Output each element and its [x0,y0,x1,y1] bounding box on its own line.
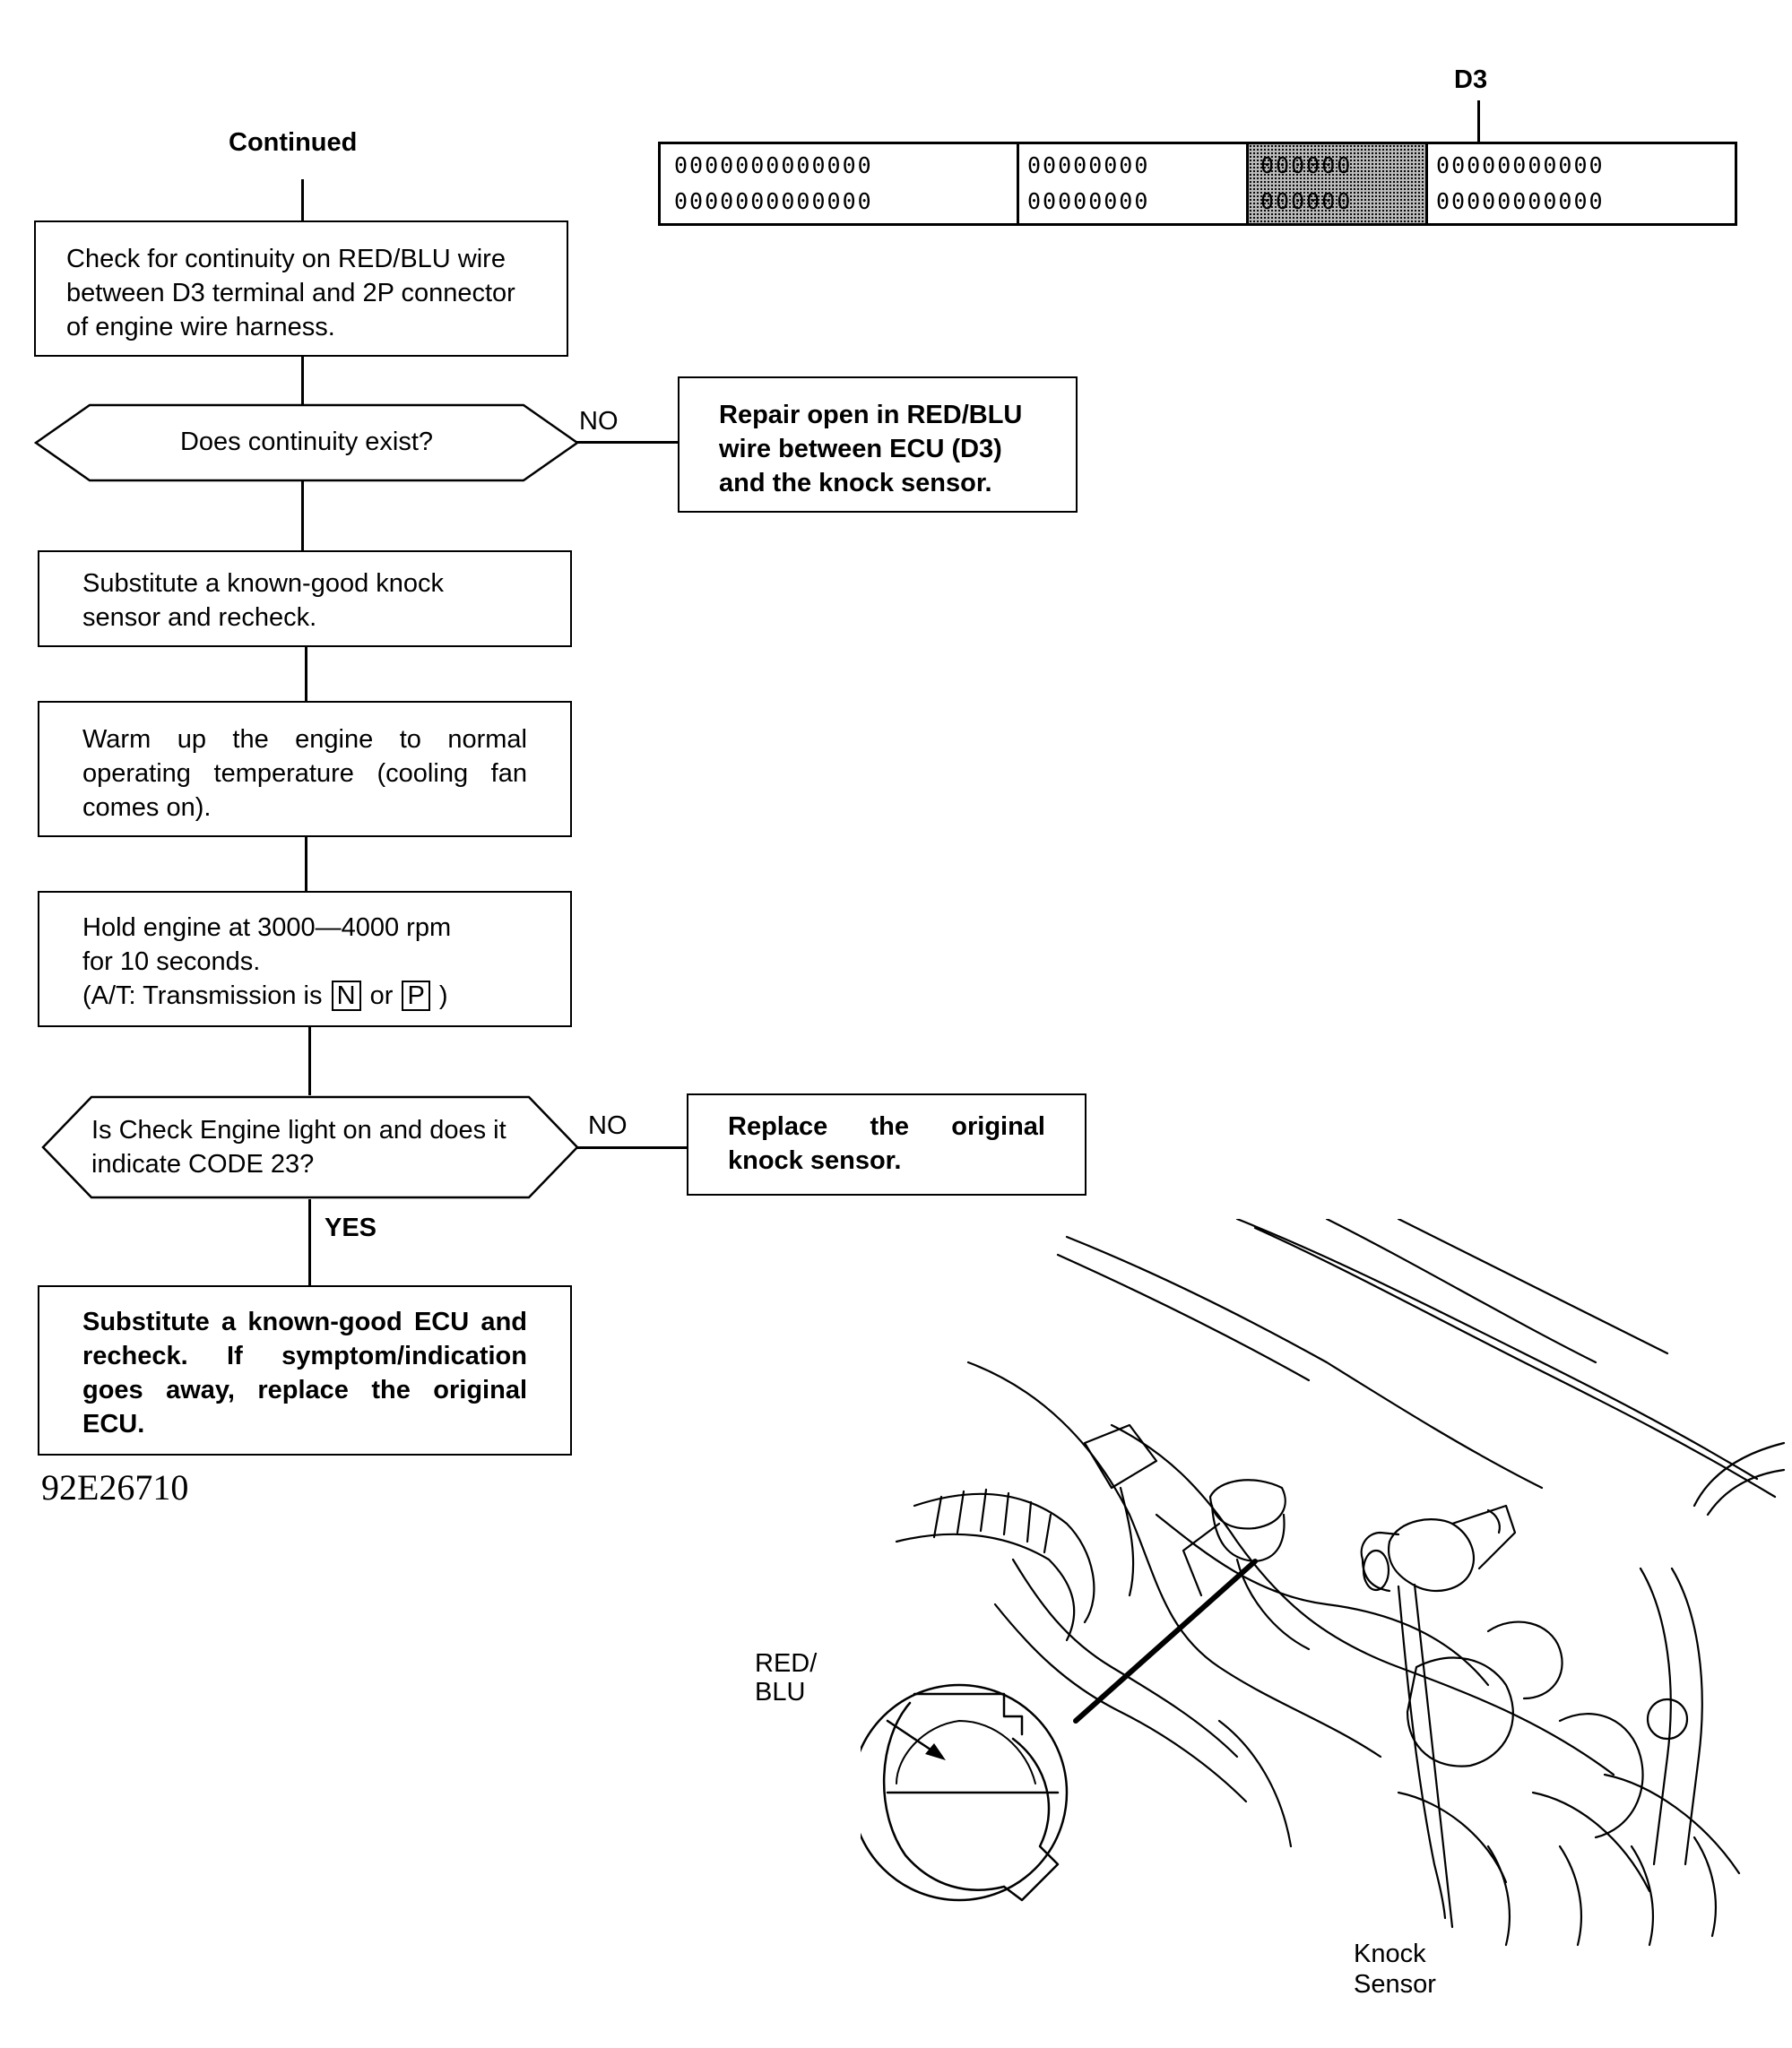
connector-section1-row1: 0000000000000 [674,152,873,178]
connector-section2-row2: 00000000 [1027,188,1150,214]
flow-connector [305,837,307,891]
step-warm-up: Warm up the engine to normal operating t… [38,701,572,837]
connector-body [658,142,1737,226]
connector-section3-row2: 000000 [1260,188,1353,214]
red-blu-arrow-head [925,1743,946,1760]
connector-divider [1425,143,1428,224]
flow-connector [301,480,304,550]
step-hold-rpm-line2: for 10 seconds. [82,947,261,976]
step-substitute-sensor-text: Substitute a known-good knock sensor and… [82,569,445,632]
flow-connector [577,1146,687,1149]
result-replace-sensor-text: Replace the original knock sensor. [728,1112,1045,1175]
step-check-continuity-text: Check for continuity on RED/BLU wire bet… [66,245,515,341]
step-substitute-sensor: Substitute a known-good knock sensor and… [38,550,572,647]
connector-section2-row1: 00000000 [1027,152,1150,178]
connector-divider [1246,143,1249,224]
step-check-continuity: Check for continuity on RED/BLU wire bet… [34,220,568,357]
connector-section4-row2: 00000000000 [1436,188,1605,214]
connector-section1-row2: 0000000000000 [674,188,873,214]
connector-shaded-section [1249,144,1425,223]
result-repair-open-text: Repair open in RED/BLU wire between ECU … [719,401,1023,497]
d3-pointer-line [1477,100,1480,160]
connector-section4-row1: 00000000000 [1436,152,1605,178]
decision-code23-text: Is Check Engine light on and does it ind… [91,1116,506,1179]
d3-terminal-pin: 0 [1436,152,1452,178]
step-substitute-ecu: Substitute a known-good ECU and recheck.… [38,1285,572,1456]
figure-code: 92E26710 [41,1467,189,1508]
step-hold-rpm: Hold engine at 3000—4000 rpm for 10 seco… [38,891,572,1027]
step-warm-up-text: Warm up the engine to normal operating t… [82,725,527,822]
step-hold-rpm-prefix: (A/T: Transmission is [82,981,323,1010]
result-replace-sensor: Replace the original knock sensor. [687,1093,1086,1196]
step-hold-rpm-or: or [369,981,394,1010]
step-hold-rpm-line1: Hold engine at 3000—4000 rpm [82,913,452,942]
flow-connector [574,441,678,444]
knock-sensor-label-line2: Sensor [1354,1970,1436,1999]
flow-connector [308,1199,311,1285]
gear-p-key: P [402,981,430,1011]
connector-divider [1017,143,1019,224]
yes-label: YES [325,1214,377,1242]
d3-terminal-label: D3 [1454,65,1488,94]
no-label: NO [579,407,619,436]
flow-connector [305,647,307,701]
knock-sensor-label-line1: Knock [1354,1940,1426,1968]
gear-n-key: N [331,981,361,1011]
decision-continuity-shape [34,403,579,482]
connector-section3-row1: 000000 [1260,152,1353,178]
step-substitute-ecu-text: Substitute a known-good ECU and recheck.… [82,1308,527,1439]
engine-illustration [861,1219,1786,1947]
red-blu-label-line2: BLU [755,1678,806,1707]
step-hold-rpm-line3: (A/T: Transmission is N or P ) [82,979,527,1013]
red-blu-label-line1: RED/ [755,1649,818,1678]
continued-label: Continued [229,128,358,157]
step-hold-rpm-close: ) [438,981,448,1010]
decision-code23-shape [41,1095,579,1199]
flow-connector [308,1027,311,1095]
decision-continuity-text: Does continuity exist? [179,428,434,456]
flow-connector [301,357,304,405]
connector-section4-pins: 0000000000 [1451,152,1605,178]
result-repair-open: Repair open in RED/BLU wire between ECU … [678,376,1078,513]
flow-connector [301,179,304,220]
no-label: NO [588,1111,628,1140]
